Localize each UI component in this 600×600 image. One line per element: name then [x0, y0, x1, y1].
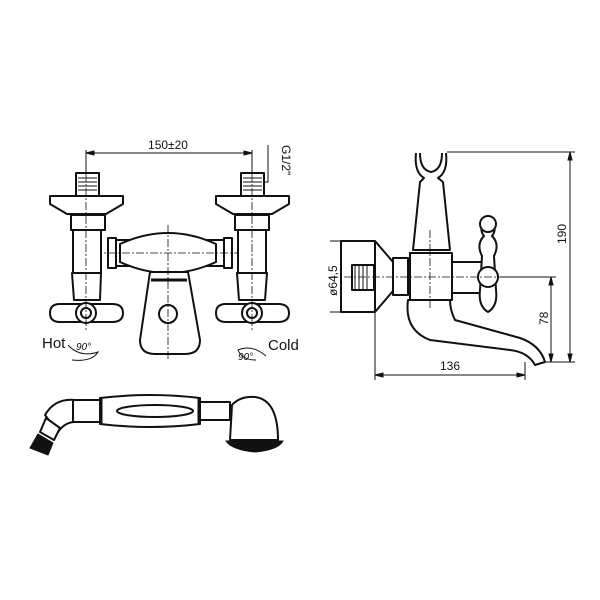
height-dimension-label: 190	[555, 224, 569, 244]
rotation-arrow-icon	[237, 347, 267, 361]
shower-head	[229, 395, 279, 441]
cold-valve	[215, 160, 290, 330]
shower-holder	[412, 152, 451, 251]
rotation-arrow-icon	[67, 344, 100, 361]
hot-valve	[49, 160, 124, 330]
hot-rotation-label: 90°	[76, 342, 91, 353]
cold-rotation-label: 90°	[238, 352, 253, 363]
hand-shower	[29, 394, 284, 456]
hot-label: Hot	[42, 335, 66, 352]
front-view: 150±20 G1/2"	[42, 138, 299, 363]
side-view: ø64,5 190 78 136	[326, 151, 575, 380]
cold-label: Cold	[268, 337, 299, 354]
spout-height-dimension-label: 78	[537, 311, 551, 325]
side-spout	[406, 299, 546, 366]
projection-dimension-label: 136	[440, 359, 460, 373]
thread-label: G1/2"	[279, 145, 293, 175]
flange-diameter-label: ø64,5	[326, 265, 340, 296]
spacing-dimension-label: 150±20	[148, 138, 188, 152]
